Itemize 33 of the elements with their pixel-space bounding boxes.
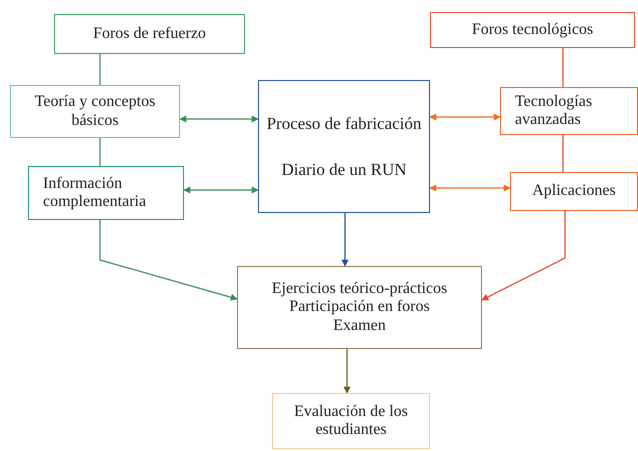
node-label: Información complementaria [43, 174, 148, 212]
node-label: Examen [333, 316, 386, 336]
node-label: Tecnologías avanzadas [515, 92, 594, 130]
node-label: Proceso de fabricación [266, 114, 422, 134]
connector-line [99, 54, 101, 85]
node-label: Foros tecnológicos [472, 20, 594, 40]
node-label: Ejercicios teórico-prácticos [272, 280, 448, 298]
process-box [258, 80, 430, 213]
connector-line [99, 138, 101, 166]
arrow [481, 211, 566, 301]
arrow [429, 184, 511, 192]
process-box [272, 393, 430, 449]
process-box [237, 266, 482, 349]
process-box [430, 12, 635, 48]
process-box [500, 87, 638, 135]
process-box [10, 85, 180, 138]
arrow [183, 186, 259, 194]
node-label: Participación en foros [289, 298, 430, 317]
process-box [510, 172, 638, 211]
node-label: Aplicaciones [532, 182, 616, 201]
arrow [429, 114, 501, 120]
node-label: Foros de refuerzo [93, 24, 206, 44]
arrow [344, 349, 350, 394]
process-box [54, 14, 245, 54]
node-label: Diario de un RUN [281, 160, 407, 180]
connector-line [562, 135, 564, 172]
node-label: Evaluación de los estudiantes [293, 402, 409, 440]
arrow [342, 213, 348, 267]
arrow [179, 116, 259, 122]
connector-line [562, 48, 564, 87]
arrow [99, 220, 238, 301]
node-label: Teoría y conceptos básicos [34, 93, 156, 130]
process-box [28, 166, 184, 220]
